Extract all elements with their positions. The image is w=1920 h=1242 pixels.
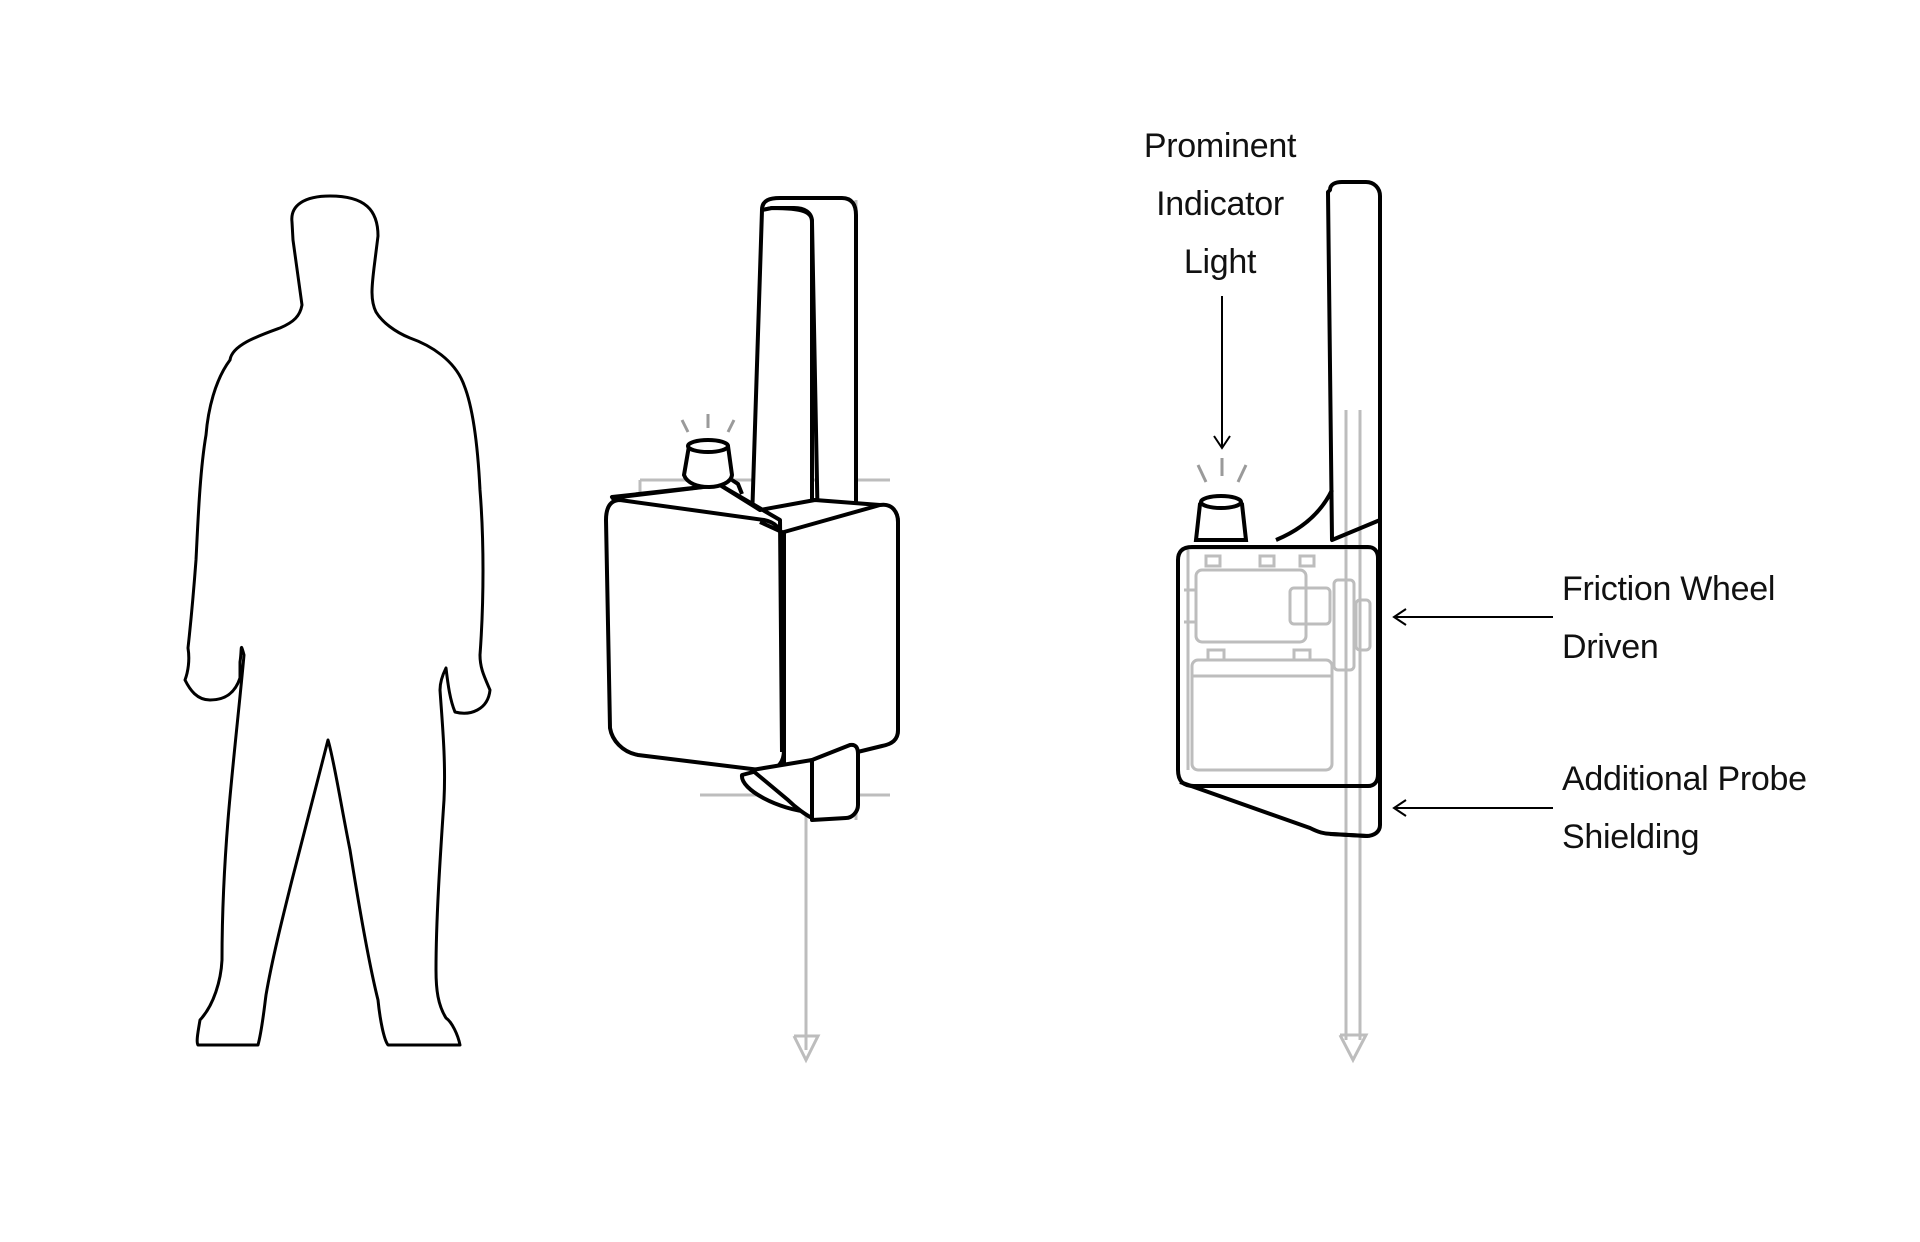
- callout-arrows: [1213, 296, 1553, 817]
- indicator-light-label-line: Prominent: [1143, 127, 1297, 165]
- friction-arrowhead: [1392, 608, 1407, 626]
- device-housing: [1176, 545, 1380, 788]
- device-probe-shroud: [810, 742, 860, 822]
- indicator-light-label-line: Indicator: [1156, 185, 1284, 223]
- device-front-panel: [604, 498, 786, 773]
- device-section-view: [1176, 180, 1553, 1064]
- probe-shielding-label-line: Shielding: [1562, 818, 1700, 856]
- friction-wheel-label-line: Driven: [1562, 628, 1659, 666]
- friction-wheel-label: Friction Wheel Driven: [1562, 560, 1775, 676]
- device-mast-tail: [1329, 520, 1382, 838]
- person-silhouette-icon: [183, 194, 492, 1047]
- friction-wheel-label-line: Friction Wheel: [1562, 570, 1776, 608]
- beacon-glow-rays: [1196, 458, 1248, 483]
- probe-shielding: [1179, 780, 1369, 838]
- device-side-panel: [782, 502, 900, 772]
- shielding-arrowhead: [1392, 799, 1407, 817]
- warning-beacon-icon: [1193, 494, 1249, 542]
- beacon-glow-rays: [680, 414, 736, 433]
- warning-beacon-icon: [681, 438, 744, 495]
- device-mast-brace: [1275, 489, 1334, 542]
- device-mast-front: [750, 206, 814, 537]
- device-perspective-view: [604, 196, 900, 1064]
- probe-shielding-label: Additional Probe Shielding: [1562, 750, 1807, 866]
- indicator-arrowhead: [1213, 435, 1231, 450]
- indicator-light-label-line: Light: [1183, 243, 1257, 281]
- probe-shielding-label-line: Additional Probe: [1562, 760, 1807, 798]
- indicator-light-label: Prominent Indicator Light: [1130, 117, 1310, 291]
- device-mast: [1326, 180, 1382, 542]
